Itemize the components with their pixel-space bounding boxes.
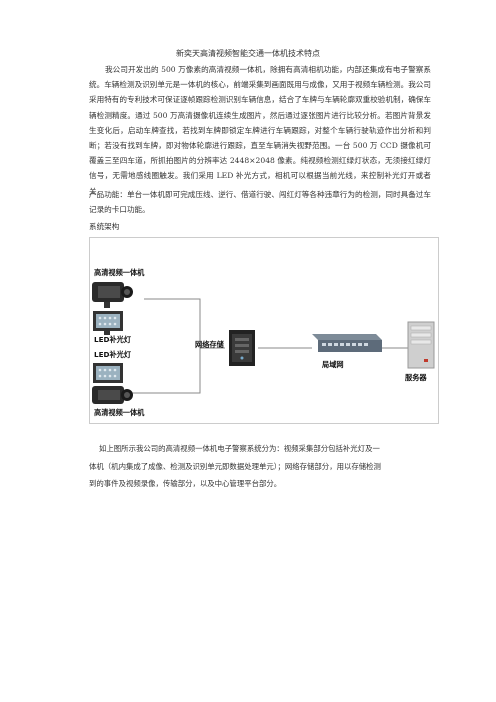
closing-line-2: 体机（机内集成了成像、检测及识别单元即数据处理单元）；网络存储部分，用以存储检测 [89,461,381,471]
label-lan: 局域网 [322,360,344,369]
function-paragraph: 产品功能：单台一体机即可完成压线、逆行、借道行驶、闯红灯等各种违章行为的检测，同… [89,190,431,215]
closing-line-3: 到的事件及视频录像，传输部分，以及中心管理平台部分。 [89,479,282,488]
network-switch-icon [312,334,382,352]
camera-icon-top [92,282,133,308]
closing-paragraph: 如上图所示我公司的高清视频一体机电子警察系统分为：视频采集部分包括补光灯及一 体… [89,440,431,493]
connection-lines [110,298,408,394]
server-icon [407,321,435,369]
architecture-diagram: 高清视频一体机 LED补光灯 LED补光灯 高清视频一体机 网络存储 局域网 服… [89,237,439,424]
led-light-icon-2 [93,363,123,383]
architecture-label: 系统架构 [89,222,120,231]
line-camera-bottom [110,348,201,394]
led-light-icon-1 [93,311,123,335]
label-led-1: LED补光灯 [94,335,132,344]
label-server: 服务器 [405,373,427,382]
label-camera-top: 高清视频一体机 [94,268,145,277]
intro-paragraph: 我公司开发出的 500 万像素的高清视频一体机，除拥有高清相机功能，内部还集成有… [89,65,431,196]
camera-icon-bottom [92,386,133,404]
network-storage-icon [229,330,255,366]
closing-line-1: 如上图所示我公司的高清视频一体机电子警察系统分为：视频采集部分包括补光灯及一 [99,444,380,453]
label-network-storage: 网络存储 [195,340,224,349]
line-camera-top [144,298,201,348]
diagram-graphics [92,282,435,404]
document-title: 新奕天高清视频智能交通一体机技术特点 [176,49,320,58]
label-led-2: LED补光灯 [94,350,132,359]
label-camera-bottom: 高清视频一体机 [94,408,145,417]
